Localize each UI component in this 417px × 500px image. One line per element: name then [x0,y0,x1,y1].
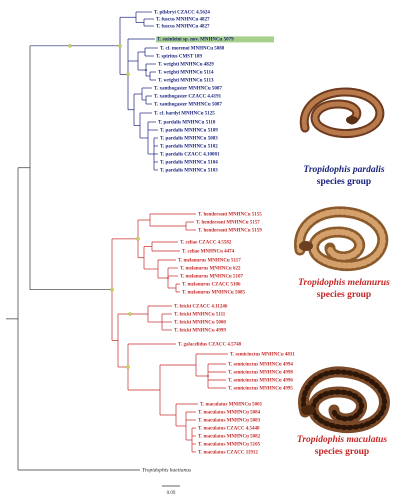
node-support-marker [126,72,130,77]
taxon-label: T. wrighti MNHNCu 5114 [158,71,214,76]
taxon-label: Tropidophis haetianus [142,468,191,474]
taxon-label: T. semicinctus MNHNCu 4831 [230,353,295,358]
taxon-label: T. fuscus MNHNCu 4827 [156,25,210,30]
snake-illustration-maculatus [298,366,390,434]
taxon-labels: T. pilsbryi CZACC 4.5624 T. fuscus MNHNCu… [142,11,295,474]
taxon-label: T. wrighti MNHNCu 4829 [158,63,214,68]
taxon-label: T. melanurus CZACC 5106 [182,283,241,288]
scale-bar-label: 0.09 [167,491,176,496]
snake-illustration-melanurus [294,206,389,272]
tree-branches [6,11,228,471]
taxon-label: T. pardalis MNHNCu 5083 [160,137,218,142]
node-support-marker [110,287,114,292]
taxon-label: T. feicki MNHNCu 5111 [174,313,226,318]
group-label-melanurus: species group [317,290,371,300]
taxon-label: T. pardalis MNHNCu 5109 [160,129,218,134]
group-title-pardalis: Tropidophis pardalis [303,165,385,175]
taxon-label: T. pardalis CZACC 4.10081 [160,153,220,158]
node-support-marker [136,237,140,241]
taxon-label: T. maculatus MNHNCu 5082 [198,435,261,440]
taxon-label: T. pilsbryi CZACC 4.5624 [154,11,210,16]
taxon-label: T. hendersoni MNHNCu 5157 [196,221,260,226]
taxon-label: T. hendersoni MNHNCu 5159 [198,229,262,234]
taxon-label: T. feicki CZACC 4.11246 [174,305,228,310]
taxon-label: T. pardalis MNHNCu 5102 [160,145,218,150]
group-label-maculatus: species group [315,447,369,457]
node-support-marker [68,44,72,48]
taxon-label: T. pardalis MNHNCu 5104 [160,161,218,166]
taxon-label: T. melanurus MNHNCu 622 [180,267,241,272]
taxon-label: T. wrighti MNHNCu 5113 [158,79,214,84]
node-dot [145,69,147,71]
taxon-label: T. xanthogaster MNHNCu 5087 [154,103,222,108]
node-support-marker [128,312,132,316]
taxon-label: T. pardalis MNHNCu 5110 [158,121,216,126]
node-support-marker [118,44,122,48]
taxon-label: T. melanurus MNHNCu 5107 [180,275,243,280]
taxon-label: T. maculatus MNHNCu 5105 [198,443,261,448]
group-label-pardalis: species group [317,177,371,187]
taxon-label: T. xanthogaster CZACC 4.4191 [154,95,222,100]
taxon-label: T. feicki MNHNCu 4999 [174,329,226,334]
taxon-label: T. hendersoni MNHNCu 5155 [198,213,262,218]
taxon-label: T. melanurus MNHNCu 5117 [178,259,241,264]
taxon-label: T. semicinctus MNHNCu 4994 [228,363,293,368]
taxon-label: T. feicki MNHNCu 5000 [174,321,226,326]
snake-illustration-pardalis [294,84,386,140]
taxon-label: T. steinleini sp. nov. MNHNCu 5079 [157,38,234,43]
taxon-label: T. cf. morenoi MNHNCu 5088 [160,47,225,52]
taxon-label: T. maculatus CZACC 11912 [198,451,258,456]
taxon-label: T. fuscus MNHNCu 4827 [156,18,210,23]
taxon-label: T. pardalis MNHNCu 5103 [160,169,218,174]
group-title-maculatus: Tropidophis maculatus [297,435,387,445]
taxon-label: T. melanurus MNHNCu 5085 [182,291,245,296]
node-dot [207,375,209,377]
scale-bar: 0.09 [162,485,180,496]
taxon-label: T. maculatus MNHNCu 5083 [198,419,261,424]
group-title-melanurus: Tropidophis melanurus [298,278,390,288]
taxon-label: T. semicinctus MNHNCu 4998 [228,371,293,376]
taxon-label: T. celiae MNHNCu 4474 [182,250,235,255]
taxon-label: T. maculatus MNHNCu 5084 [198,411,261,416]
taxon-label: T. semicinctus MNHNCu 4996 [228,379,293,384]
taxon-label: T. spiritus CMST 189 [156,55,202,60]
node-dot [167,277,169,279]
taxon-label: T. maculatus MNHNCu 5001 [200,403,263,408]
taxon-label: T. semicinctus MNHNCu 4995 [228,387,293,392]
taxon-label: T. galacelidus CZACC 4.5748 [178,343,242,348]
taxon-label: T. maculatus CZACC 4.5448 [198,427,260,432]
taxon-label: T. cf. hardyi MNHNCu 5125 [154,112,215,117]
highlight-new-species [156,36,274,43]
taxon-label: T. celiae CZACC 4.5582 [180,241,232,246]
taxon-label: T. xanthogaster MNHNCu 5087 [154,87,222,92]
node-support-marker [126,365,130,369]
